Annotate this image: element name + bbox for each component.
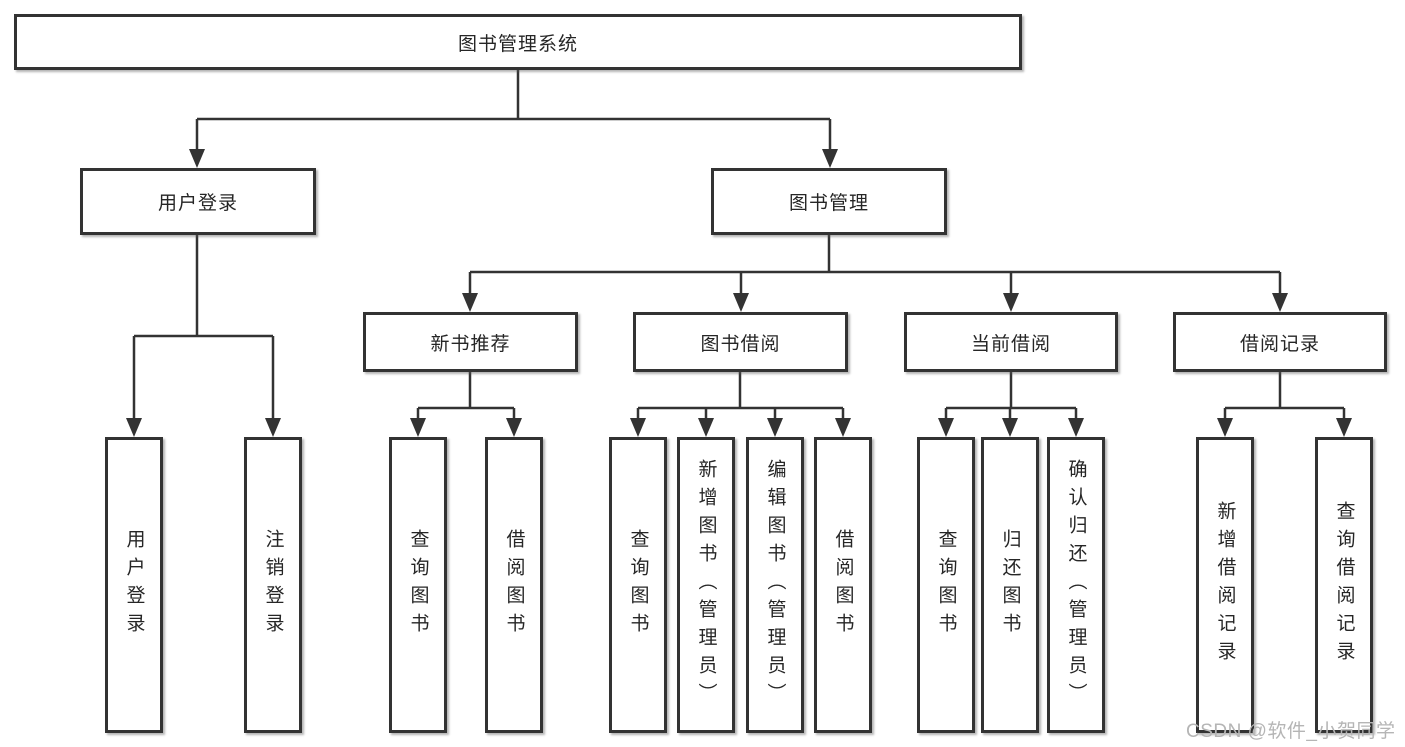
leaf-add-borrow-record: 新增借阅记录 (1196, 437, 1254, 733)
node-root-system: 图书管理系统 (14, 14, 1022, 70)
csdn-watermark: CSDN @软件_小贺同学 (1186, 721, 1396, 742)
arrowhead-icon (630, 418, 851, 437)
node-book-borrowing: 图书借阅 (633, 312, 848, 372)
node-book-management-module: 图书管理 (711, 168, 947, 235)
leaf-return-book: 归还图书 (981, 437, 1039, 733)
leaf-logout: 注销登录 (244, 437, 302, 733)
connector-book-borrow-children (630, 372, 851, 437)
node-new-book-recommendation: 新书推荐 (363, 312, 578, 372)
connector-line (468, 235, 1282, 297)
leaf-confirm-return-admin: 确认归还（管理员） (1047, 437, 1105, 733)
leaf-edit-book-admin: 编辑图书（管理员） (746, 437, 804, 733)
connector-line (195, 70, 832, 153)
arrowhead-icon (938, 418, 1084, 437)
connector-line (944, 372, 1078, 422)
leaf-user-login: 用户登录 (105, 437, 163, 733)
arrowhead-icon (1217, 418, 1352, 437)
connector-book-mgmt-children (462, 235, 1288, 312)
connector-line (636, 372, 845, 422)
node-borrowing-records: 借阅记录 (1173, 312, 1387, 372)
connector-user-login-children (126, 235, 281, 437)
connector-borrow-records-children (1217, 372, 1352, 437)
node-user-login-module: 用户登录 (80, 168, 316, 235)
leaf-query-borrow-record: 查询借阅记录 (1315, 437, 1373, 733)
arrowhead-icon (462, 293, 1288, 312)
connector-line (132, 235, 275, 422)
leaf-borrow-book-recommend: 借阅图书 (485, 437, 543, 733)
leaf-query-book-current: 查询图书 (917, 437, 975, 733)
arrowhead-icon (126, 418, 281, 437)
arrowhead-icon (189, 149, 838, 168)
arrowhead-icon (410, 418, 522, 437)
connector-current-borrow-children (938, 372, 1084, 437)
connector-line (1223, 372, 1346, 422)
leaf-query-book-borrowing: 查询图书 (609, 437, 667, 733)
connector-new-book-rec-children (410, 372, 522, 437)
leaf-borrow-book-borrowing: 借阅图书 (814, 437, 872, 733)
node-current-borrowing: 当前借阅 (904, 312, 1118, 372)
connector-root-to-level2 (189, 70, 838, 168)
leaf-query-book-recommend: 查询图书 (389, 437, 447, 733)
connector-line (416, 372, 516, 422)
leaf-add-book-admin: 新增图书（管理员） (677, 437, 735, 733)
